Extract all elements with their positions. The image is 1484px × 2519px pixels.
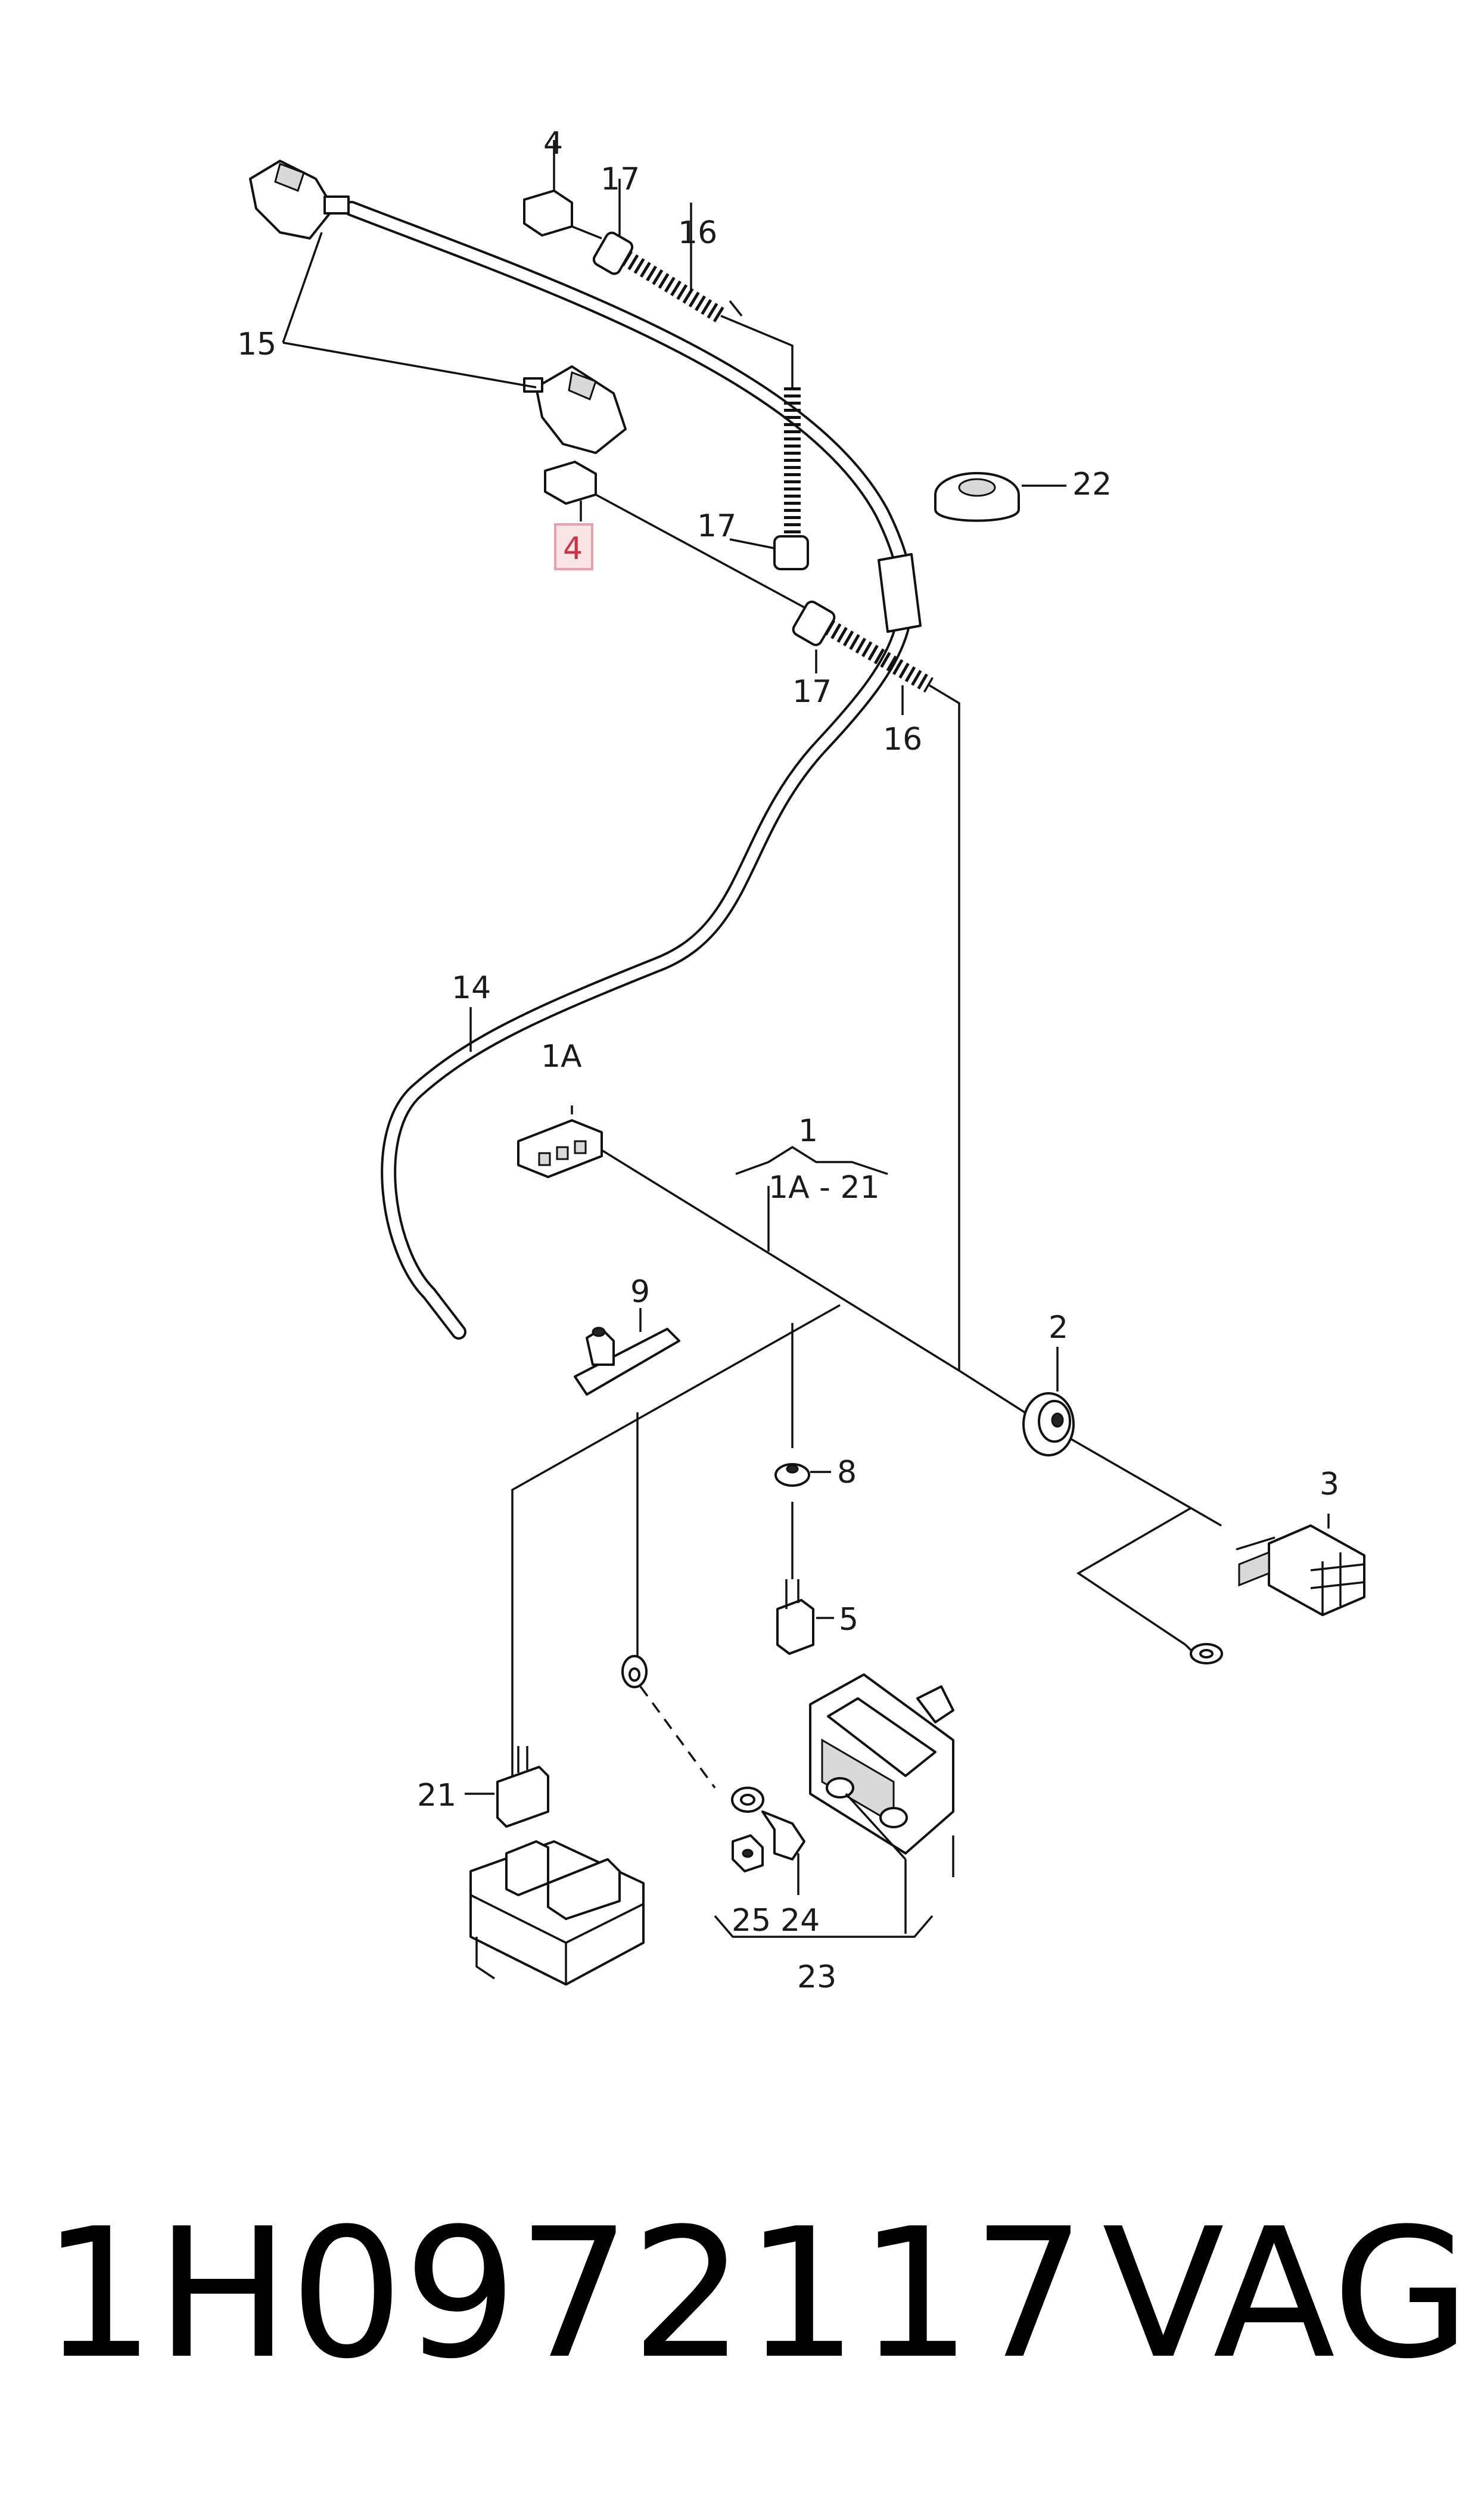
callout-1a: 1A bbox=[541, 1039, 582, 1074]
connector-15-lower bbox=[523, 365, 627, 454]
callout-17-mid: 17 bbox=[697, 508, 736, 544]
callout-4-top: 4 bbox=[543, 126, 563, 161]
part-number: 1H0972117 bbox=[42, 2190, 1086, 2398]
callout-17-bottom: 17 bbox=[792, 674, 832, 710]
callout-4-highlight-box bbox=[554, 523, 593, 570]
callout-4-highlight: 4 bbox=[563, 531, 583, 567]
retainer-9 bbox=[574, 1308, 680, 1396]
nut-25 bbox=[732, 1834, 764, 1872]
connector-4-top bbox=[523, 140, 602, 240]
control-unit bbox=[469, 1840, 645, 1986]
bolt-24 bbox=[731, 1787, 805, 1895]
brand-label: VAG bbox=[1102, 2190, 1471, 2398]
callout-8: 8 bbox=[837, 1455, 857, 1490]
ring-terminal-3 bbox=[1184, 1643, 1223, 1664]
sleeve-16-bottom bbox=[792, 600, 960, 1371]
callout-5: 5 bbox=[839, 1602, 858, 1638]
battery-terminal-23 bbox=[809, 1673, 954, 1860]
connector-21 bbox=[465, 1746, 549, 1828]
callout-25: 25 bbox=[732, 1903, 771, 1939]
ring-terminal-9 bbox=[621, 1655, 716, 1789]
callout-9: 9 bbox=[630, 1274, 650, 1310]
connector-4-highlight bbox=[544, 461, 817, 615]
connector-1a bbox=[517, 1105, 603, 1178]
callout-21: 21 bbox=[417, 1778, 456, 1813]
callout-1-range: 1A - 21 bbox=[769, 1170, 880, 1206]
callout-22: 22 bbox=[1072, 467, 1112, 502]
callout-1: 1 bbox=[798, 1113, 818, 1149]
callout-17-top: 17 bbox=[601, 161, 640, 197]
callout-23: 23 bbox=[797, 1959, 836, 1995]
callout-16-bottom: 16 bbox=[883, 722, 922, 757]
grommet-22 bbox=[934, 472, 1066, 522]
grommet-2 bbox=[1022, 1347, 1075, 1456]
hose-clip bbox=[878, 553, 922, 633]
connector-3 bbox=[1236, 1514, 1365, 1616]
callout-14: 14 bbox=[452, 970, 491, 1006]
callout-2: 2 bbox=[1049, 1310, 1068, 1346]
callout-15: 15 bbox=[237, 327, 276, 362]
callout-24: 24 bbox=[780, 1903, 820, 1939]
callout-16-top: 16 bbox=[678, 215, 717, 251]
hose-14 bbox=[344, 201, 914, 1340]
connector-15-upper bbox=[249, 160, 350, 240]
grommet-8 bbox=[774, 1463, 831, 1487]
sleeve-16-top bbox=[592, 179, 794, 387]
main-harness bbox=[511, 1149, 1222, 1782]
connector-5 bbox=[776, 1579, 834, 1655]
callout-3: 3 bbox=[1320, 1467, 1339, 1502]
sleeve-vertical bbox=[729, 387, 809, 570]
leader-lines bbox=[282, 232, 954, 1938]
